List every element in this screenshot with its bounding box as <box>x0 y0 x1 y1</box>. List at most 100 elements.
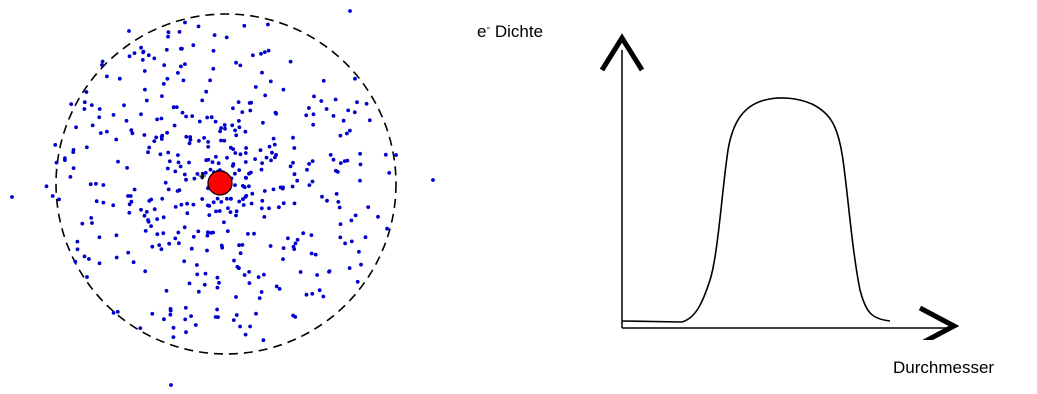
electron-dot <box>155 232 160 237</box>
electron-dot <box>204 158 209 163</box>
electron-dot <box>248 324 253 329</box>
electron-dot <box>165 76 170 81</box>
cloud-boundary <box>55 13 397 355</box>
electron-dot <box>196 289 201 294</box>
electron-dot <box>272 142 277 147</box>
electron-dot <box>295 178 300 183</box>
electron-dot <box>247 281 252 285</box>
electron-dot <box>243 195 248 199</box>
electron-dot <box>355 279 360 284</box>
electron-dot <box>205 230 210 235</box>
electron-dot <box>269 158 273 163</box>
electron-dot <box>162 317 166 322</box>
electron-dot <box>313 252 318 257</box>
electron-dot <box>97 107 102 111</box>
electron-dot <box>232 258 236 263</box>
electron-dot <box>349 239 354 244</box>
electron-dot <box>132 51 137 55</box>
electron-dot <box>307 162 311 166</box>
electron-dot <box>142 213 147 218</box>
electron-dot <box>331 157 336 162</box>
electron-dot <box>280 186 285 191</box>
electron-dot <box>249 100 254 105</box>
electron-dot <box>211 66 216 71</box>
electron-dot <box>161 231 166 236</box>
electron-dot <box>193 323 198 327</box>
electron-dot <box>10 195 14 199</box>
electron-dot <box>163 180 168 185</box>
electron-dot <box>252 231 256 236</box>
electron-dot <box>203 171 208 175</box>
electron-dot <box>324 107 329 111</box>
electron-dot <box>195 172 200 176</box>
electron-dot <box>237 199 242 204</box>
electron-dot <box>90 221 94 225</box>
electron-dot <box>206 140 211 144</box>
electron-dot <box>100 63 104 67</box>
electron-dot <box>310 179 315 184</box>
electron-dot <box>358 162 363 167</box>
electron-dot <box>97 235 102 240</box>
electron-dot <box>315 273 319 277</box>
electron-dot <box>184 177 188 182</box>
electron-dot <box>84 145 89 150</box>
electron-dot <box>260 161 264 166</box>
electron-dot <box>288 164 293 169</box>
electron-dot <box>310 159 315 164</box>
electron-dot <box>205 248 209 253</box>
electron-dot <box>98 131 103 136</box>
electron-dot <box>258 148 263 153</box>
electron-dot <box>231 147 236 152</box>
electron-dot <box>101 183 106 187</box>
electron-dot <box>338 222 343 227</box>
electron-dot <box>259 206 264 211</box>
electron-dot <box>222 123 227 127</box>
electron-dot <box>394 153 398 157</box>
electron-dot <box>215 196 220 201</box>
electron-dot <box>273 110 278 115</box>
electron-dot <box>149 224 154 229</box>
electron-dot <box>129 128 134 133</box>
electron-dot <box>274 153 278 157</box>
electron-dot <box>176 153 180 158</box>
electron-dot <box>211 200 216 205</box>
electron-dot <box>115 309 120 314</box>
electron-dot <box>165 130 170 135</box>
electron-dot <box>271 136 276 141</box>
electron-dot <box>176 160 181 165</box>
electron-dot <box>385 226 389 231</box>
electron-dot <box>271 187 276 192</box>
electron-dot <box>146 218 150 222</box>
electron-dot <box>321 294 326 299</box>
x-axis-arrowhead <box>918 305 960 340</box>
electron-dot <box>147 145 152 150</box>
electron-dots <box>10 9 435 387</box>
electron-dot <box>204 89 209 94</box>
electron-dot <box>69 102 74 106</box>
electron-dot <box>309 251 314 256</box>
electron-dot <box>220 245 225 250</box>
electron-dot <box>237 119 241 123</box>
electron-dot <box>262 189 267 193</box>
electron-dot <box>214 209 218 214</box>
electron-dot <box>320 194 324 199</box>
electron-dot <box>243 160 248 164</box>
electron-dot <box>166 30 171 35</box>
electron-dot <box>191 234 196 239</box>
electron-dot <box>85 275 89 279</box>
electron-dot <box>71 166 76 171</box>
electron-dot <box>197 119 202 124</box>
electron-dot <box>281 246 286 251</box>
electron-dot <box>234 313 239 317</box>
electron-dot <box>307 183 312 188</box>
electron-dot <box>231 162 236 166</box>
electron-dot <box>249 201 254 206</box>
electron-dot <box>333 97 338 102</box>
electron-dot <box>263 93 268 98</box>
electron-dot <box>57 197 61 202</box>
electron-dot <box>213 119 218 124</box>
electron-dot <box>217 280 221 285</box>
electron-dot <box>187 281 192 286</box>
electron-dot <box>143 229 148 233</box>
electron-dot <box>152 207 157 212</box>
